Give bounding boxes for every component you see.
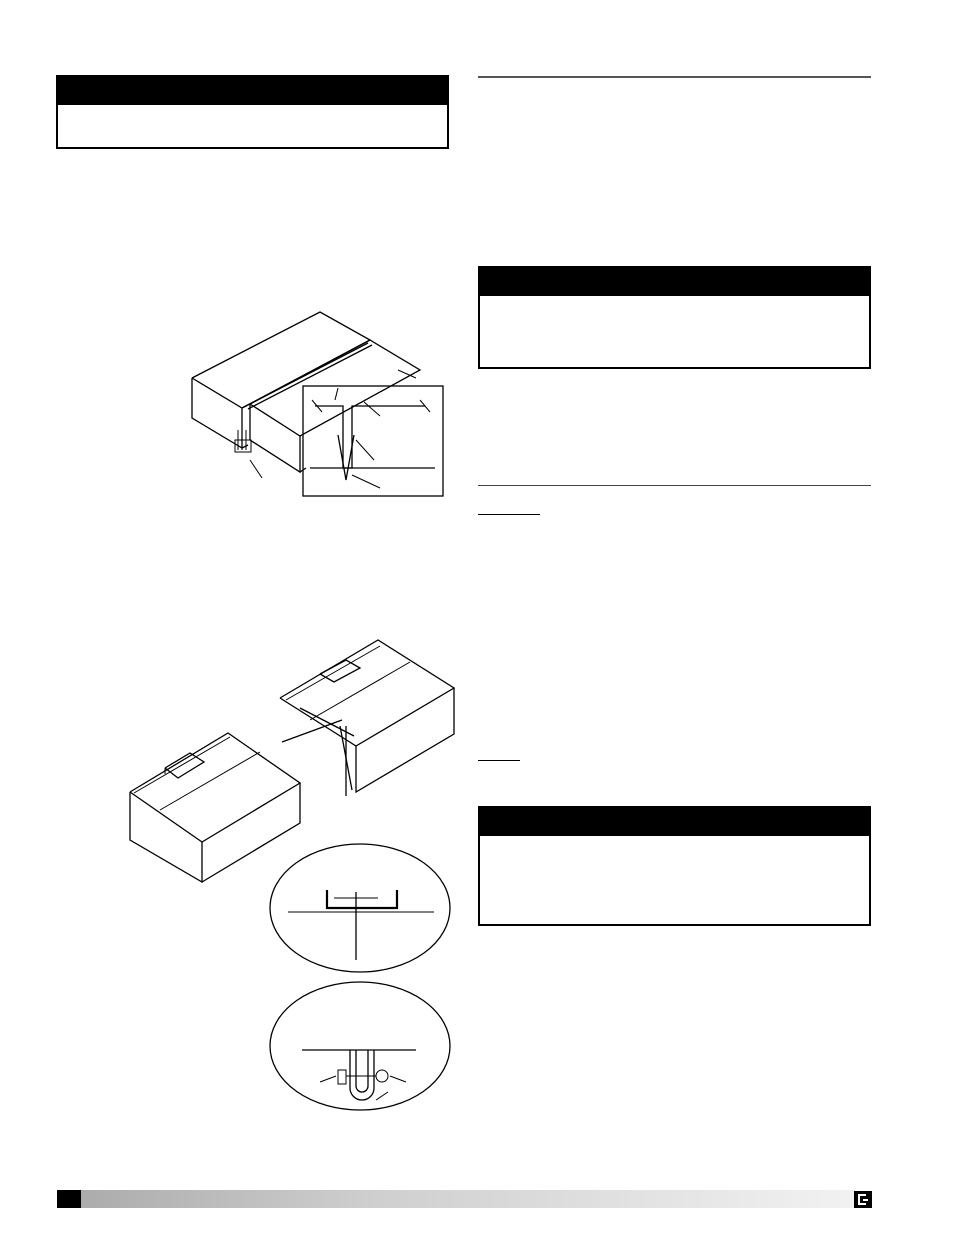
footer-bar xyxy=(57,1190,857,1208)
notice-header-bar xyxy=(480,808,869,836)
duct-joint-detail-icon xyxy=(191,311,444,497)
notice-header-bar xyxy=(58,77,447,105)
notice-box-right-lower xyxy=(478,806,871,926)
brand-logo-icon xyxy=(854,1191,872,1208)
section-divider-top xyxy=(478,76,871,78)
notice-box-top-left xyxy=(56,75,449,149)
subheading-underline xyxy=(478,514,540,515)
footer-page-block xyxy=(57,1190,81,1208)
notice-header-bar xyxy=(480,268,869,296)
notice-box-right-middle xyxy=(478,266,871,369)
section-connection-icon xyxy=(129,639,456,1111)
section-divider-middle xyxy=(478,485,871,486)
subheading-underline xyxy=(478,760,520,761)
